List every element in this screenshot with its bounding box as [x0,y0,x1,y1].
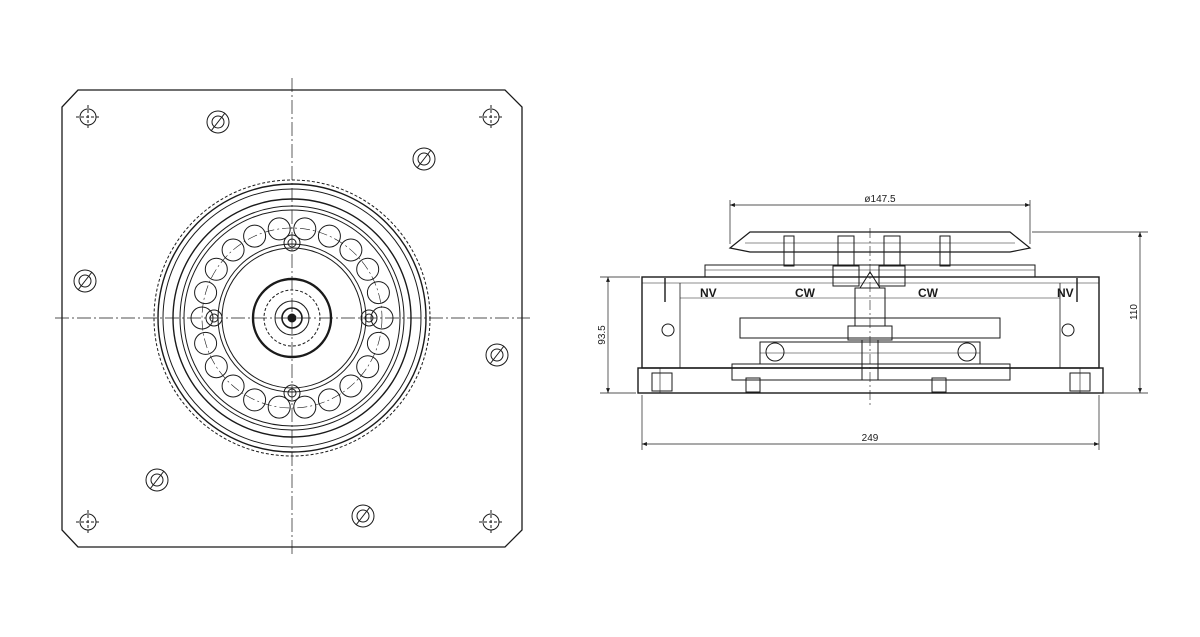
hub-center [287,313,297,323]
width-label: 249 [862,433,879,444]
bearing-ball [204,355,228,379]
height-body-label: 93.5 [597,325,608,345]
dowel-hole-4 [485,343,509,367]
bearing-ball [243,224,267,248]
outer-ring-inner [162,188,422,448]
diameter-label: ø147.5 [864,194,896,205]
roller-right [957,342,977,362]
dowel-hole-5 [145,468,169,492]
bearing-ball [243,388,267,412]
bearing-ball [339,238,363,262]
dowel-hole-1 [206,110,230,134]
dowel-hole-3 [73,269,97,293]
marking-2: CW [795,286,816,300]
outer-ring-dashed [153,179,431,457]
corner-hole-br [479,510,503,534]
bearing-race-inner [183,209,401,427]
inner-hole-right [360,309,378,327]
marking-3: CW [918,286,939,300]
hub-inner [274,300,310,336]
top-cap [728,231,1032,253]
side-view [637,228,1104,405]
base-feet [651,372,1091,393]
bearing-ball [366,281,390,305]
bearing-ball [267,217,291,241]
base-plate [637,367,1104,394]
corner-hole-tr [479,105,503,129]
roller-left-small [661,323,675,337]
bearing-ball [356,355,380,379]
cap-bolts [783,235,951,287]
marking-1: NV [700,286,717,300]
height-total-label: 110 [1129,304,1140,320]
inner-hole-bottom [283,384,301,402]
corner-hole-tl [76,105,100,129]
bearing-ball [204,257,228,281]
inner-hole-top [283,234,301,252]
bearing-ball [370,306,394,330]
inner-hole-left [205,309,223,327]
roller-left [765,342,785,362]
bearing-race [179,205,405,431]
hub-dashed [263,289,321,347]
bearing-balls [190,217,394,419]
roller-right-small [1061,323,1075,337]
bearing-ball [221,238,245,262]
outer-ring [157,183,427,453]
dowel-hole-6 [351,504,375,528]
bearing-ball [317,224,341,248]
bearing-race-outer [172,198,412,438]
bearing-ball [194,281,218,305]
bearing-ball [293,395,317,419]
bearing-ball [267,395,291,419]
dimension-lines [600,200,1148,450]
bearing-ball [356,257,380,281]
bearing-ball [194,331,218,355]
bearing-ball [317,388,341,412]
bearing-ball [293,217,317,241]
bearing-ball [221,374,245,398]
corner-hole-bl [76,510,100,534]
dowel-hole-2 [412,147,436,171]
bearing-ball [366,331,390,355]
plan-view [55,78,530,555]
marking-4: NV [1057,286,1074,300]
bearing-ball [190,306,214,330]
bearing-ball [339,374,363,398]
mounting-plate [61,89,523,548]
hub-bore [281,307,303,329]
hub-outer [251,277,333,359]
ball-pitch-circle [201,227,383,409]
turntable-bottom [731,363,1011,381]
